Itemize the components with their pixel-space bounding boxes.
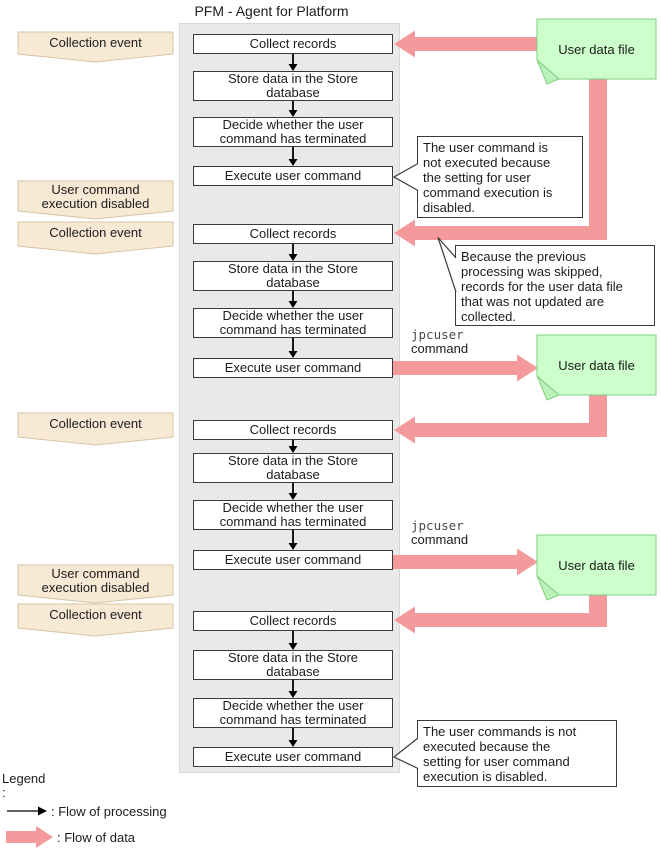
- banner-shape-collection-event-4: [17, 603, 174, 637]
- banner-shape-user-command-disabled-1: [17, 180, 174, 220]
- legend-colon: :: [2, 785, 6, 800]
- step-decide-terminated-3: Decide whether the user command has term…: [193, 500, 393, 530]
- user-data-file-label-1: User data file: [558, 41, 635, 57]
- banner-collection-event-1: Collection event: [49, 35, 142, 50]
- banner-user-command-disabled-2: User command execution disabled: [41, 566, 150, 595]
- jpcuser-text-2: jpcuser: [411, 518, 464, 533]
- step-decide-terminated-1: Decide whether the user command has term…: [193, 117, 393, 147]
- user-data-file-shape-3: [536, 534, 657, 601]
- step-collect-records-4: Collect records: [193, 611, 393, 631]
- user-data-file-label-2: User data file: [558, 357, 635, 373]
- legend-processing-arrowhead: [38, 806, 47, 816]
- jpcuser-text-1: jpcuser: [411, 327, 464, 342]
- jpcuser-command-label-1: jpcuser command: [411, 328, 531, 355]
- data-arrow-file1-to-collect1: [394, 30, 538, 58]
- step-collect-records-2: Collect records: [193, 224, 393, 244]
- user-data-file-shape-2: [536, 334, 657, 401]
- legend-title: Legend: [2, 771, 46, 786]
- data-arrow-execute3-to-file3: [393, 548, 538, 576]
- callout-command-not-executed-2: The user commands is not executed becaus…: [417, 720, 617, 787]
- step-execute-command-3: Execute user command: [193, 550, 393, 570]
- user-data-file-shape-1: [536, 18, 657, 85]
- banner-user-command-disabled-1: User command execution disabled: [41, 182, 150, 211]
- data-arrow-file3-to-collect4: [394, 595, 607, 634]
- diagram-title: PFM - Agent for Platform: [194, 3, 349, 19]
- user-data-file-label-3: User data file: [558, 557, 635, 573]
- callout-command-not-executed-1: The user command is not executed because…: [417, 136, 583, 218]
- step-store-data-4: Store data in the Store database: [193, 650, 393, 680]
- step-store-data-2: Store data in the Store database: [193, 261, 393, 291]
- legend-flow-of-data: : Flow of data: [57, 830, 136, 845]
- jpcuser-command-label-2: jpcuser command: [411, 519, 531, 546]
- banner-shape-collection-event-1: [17, 31, 174, 63]
- step-execute-command-4: Execute user command: [193, 747, 393, 767]
- data-arrow-file2-to-collect3: [394, 395, 607, 444]
- banner-collection-event-2: Collection event: [49, 225, 142, 240]
- step-execute-command-1: Execute user command: [193, 166, 393, 186]
- step-collect-records-1: Collect records: [193, 34, 393, 54]
- callout-previous-processing-skipped: Because the previous processing was skip…: [455, 245, 655, 326]
- agent-panel: [179, 23, 400, 773]
- legend-flow-of-processing: : Flow of processing: [51, 804, 167, 819]
- banner-shape-collection-event-2: [17, 221, 174, 255]
- step-execute-command-2: Execute user command: [193, 358, 393, 378]
- banner-shape-user-command-disabled-2: [17, 564, 174, 604]
- step-decide-terminated-2: Decide whether the user command has term…: [193, 308, 393, 338]
- banner-shape-collection-event-3: [17, 412, 174, 446]
- legend-data-arrow: [6, 826, 53, 848]
- command-text-1: command: [411, 341, 469, 356]
- data-arrow-execute2-to-file2: [393, 354, 538, 382]
- banner-collection-event-3: Collection event: [49, 416, 142, 431]
- step-store-data-1: Store data in the Store database: [193, 71, 393, 101]
- step-decide-terminated-4: Decide whether the user command has term…: [193, 698, 393, 728]
- data-arrow-file1-to-collect2: [394, 79, 607, 247]
- command-text-2: command: [411, 532, 469, 547]
- step-collect-records-3: Collect records: [193, 420, 393, 440]
- step-store-data-3: Store data in the Store database: [193, 453, 393, 483]
- banner-collection-event-4: Collection event: [49, 607, 142, 622]
